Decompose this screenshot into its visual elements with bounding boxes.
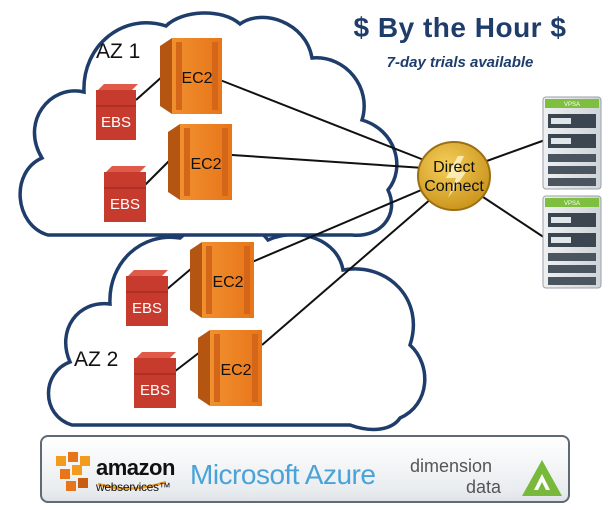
amazon-logo-text: amazon bbox=[96, 455, 175, 480]
link-ec2-1 bbox=[219, 79, 425, 161]
zone-label-az1: AZ 1 bbox=[96, 40, 140, 63]
direct-connect-label-line1: Direct bbox=[433, 159, 475, 176]
link-ec2-4 bbox=[261, 197, 433, 346]
link-vpsa-2 bbox=[479, 194, 546, 239]
ec2-label: EC2 bbox=[212, 274, 243, 291]
link-ebs-2 bbox=[144, 159, 171, 186]
ebs-icon bbox=[126, 270, 168, 326]
ec2-icon bbox=[190, 242, 254, 318]
ec2-icon bbox=[168, 124, 232, 200]
ebs-label: EBS bbox=[132, 300, 162, 317]
ebs-icon bbox=[96, 84, 138, 140]
vpsa-label: VPSA bbox=[564, 102, 580, 108]
vpsa-label: VPSA bbox=[564, 201, 580, 207]
vendor-logo-bar bbox=[40, 435, 570, 503]
link-ec2-3 bbox=[251, 187, 427, 263]
ec2-icon bbox=[198, 330, 262, 406]
azure-logo-text: Microsoft Azure bbox=[190, 459, 376, 490]
vpsa-server-icon bbox=[542, 195, 602, 289]
ec2-label: EC2 bbox=[190, 156, 221, 173]
link-ebs-1 bbox=[135, 74, 165, 101]
page-subtitle: 7-day trials available bbox=[386, 54, 534, 71]
link-ec2-2 bbox=[231, 154, 425, 169]
link-vpsa-1 bbox=[483, 139, 546, 163]
ebs-label: EBS bbox=[101, 114, 131, 131]
direct-connect-label-line2: Connect bbox=[424, 178, 484, 195]
link-ebs-4 bbox=[173, 351, 201, 373]
ebs-icon bbox=[134, 352, 176, 408]
ec2-label: EC2 bbox=[220, 362, 251, 379]
zone-label-az2: AZ 2 bbox=[74, 348, 118, 371]
vpsa-server-icon bbox=[542, 96, 602, 190]
amazon-logo-subtext: webservices™ bbox=[96, 480, 171, 494]
dimension-data-logo-bottom: data bbox=[466, 477, 502, 497]
link-ebs-3 bbox=[165, 267, 193, 291]
page-title: $ By the Hour $ bbox=[353, 12, 567, 43]
ec2-icon bbox=[160, 38, 222, 114]
ebs-label: EBS bbox=[140, 382, 170, 399]
ec2-label: EC2 bbox=[181, 70, 212, 87]
direct-connect-icon bbox=[417, 141, 491, 211]
ebs-icon bbox=[104, 166, 146, 222]
dimension-data-logo-top: dimension bbox=[410, 456, 493, 476]
ebs-label: EBS bbox=[110, 196, 140, 213]
